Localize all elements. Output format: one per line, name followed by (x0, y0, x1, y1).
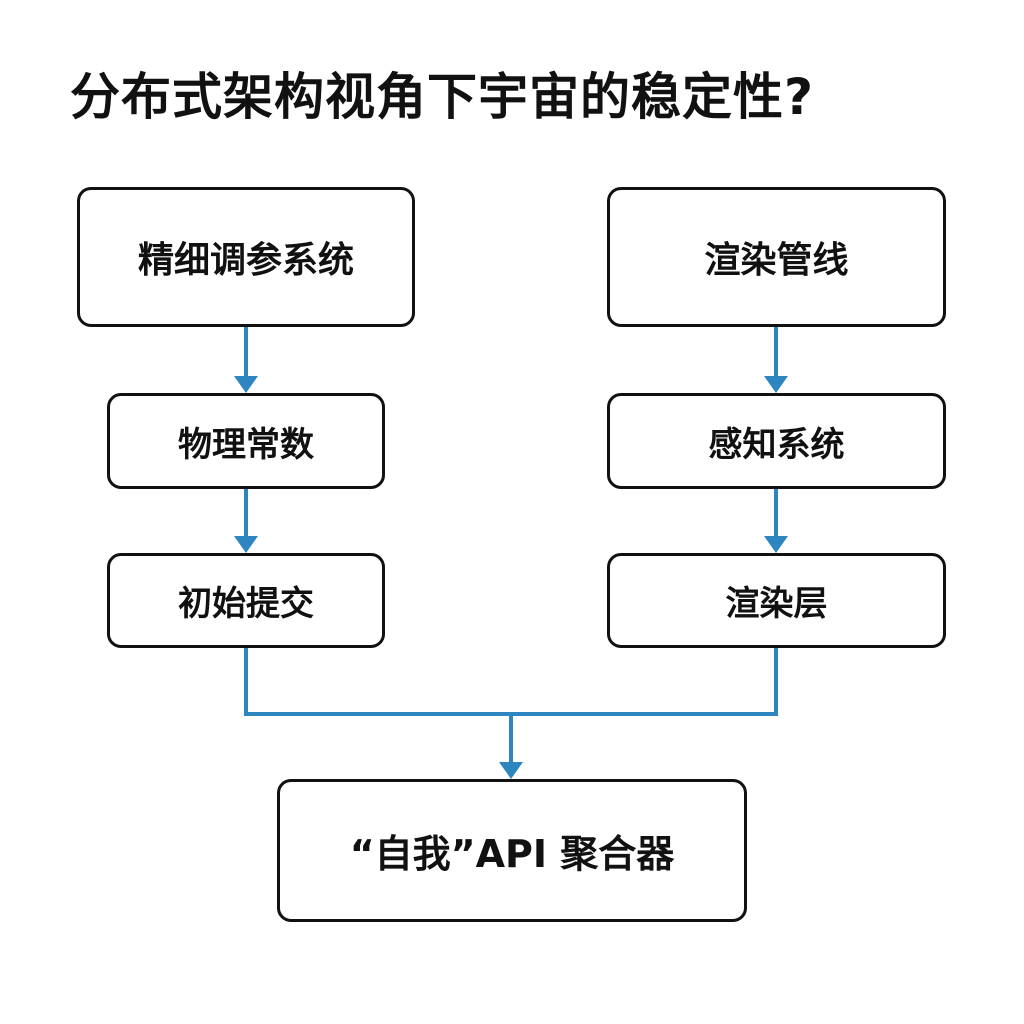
page-title: 分布式架构视角下宇宙的稳定性? (70, 68, 815, 126)
arrowhead-left-2 (234, 536, 258, 553)
node-initial-commit: 初始提交 (107, 553, 385, 648)
node-fine-tuning-system: 精细调参系统 (77, 187, 415, 327)
node-label: 初始提交 (178, 584, 314, 624)
node-self-api-aggregator: “自我”API 聚合器 (277, 779, 747, 922)
node-label: 感知系统 (708, 424, 845, 465)
node-render-pipeline: 渲染管线 (607, 187, 946, 327)
arrowhead-left-1 (234, 376, 258, 393)
arrowhead-right-2 (764, 536, 788, 553)
node-perception-system: 感知系统 (607, 393, 946, 489)
node-label: “自我”API 聚合器 (349, 832, 675, 876)
node-label: 渲染层 (725, 584, 828, 624)
node-label: 精细调参系统 (137, 240, 354, 281)
node-render-layer: 渲染层 (607, 553, 946, 648)
connector-lines (244, 327, 778, 764)
node-physical-constants: 物理常数 (107, 393, 385, 489)
arrowhead-right-1 (764, 376, 788, 393)
merge-line (244, 648, 778, 716)
arrowhead-merge (499, 762, 523, 779)
arrowheads (234, 376, 788, 779)
node-label: 渲染管线 (704, 240, 849, 281)
node-label: 物理常数 (178, 424, 314, 465)
